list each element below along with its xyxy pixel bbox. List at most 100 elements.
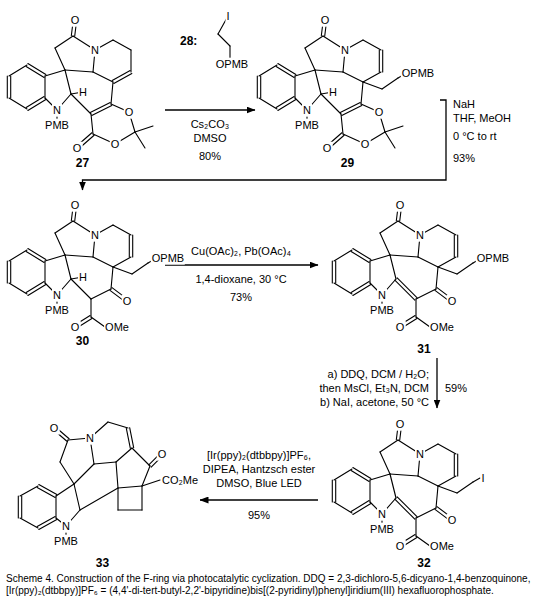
bond — [416, 536, 430, 546]
atom-label: PMB — [53, 535, 79, 548]
bond — [342, 106, 362, 116]
bond — [379, 50, 380, 72]
atom-label: O — [49, 422, 60, 435]
bond — [395, 499, 415, 519]
bond — [390, 255, 418, 257]
compound-box: 31 — [318, 190, 530, 358]
reaction-arrow — [200, 499, 318, 500]
atom-label: PMB — [369, 304, 395, 317]
atom-label: O — [72, 142, 83, 155]
bond — [416, 508, 436, 518]
bond — [113, 257, 131, 267]
atom-label: N — [415, 448, 425, 461]
atom-label: H — [328, 86, 338, 99]
bond — [363, 82, 382, 89]
bond — [436, 267, 438, 289]
bond — [94, 462, 116, 464]
bond — [335, 261, 336, 283]
bond — [130, 428, 134, 448]
reagent-label: [Ir(ppy)₂(dtbbpy)]PF₆, — [206, 449, 312, 462]
bond — [132, 235, 133, 257]
compound-number: 32 — [417, 556, 430, 570]
atom-label: H — [78, 86, 88, 99]
atom-label: O — [70, 199, 81, 212]
bond — [91, 114, 93, 134]
atom-label: PMB — [369, 523, 395, 536]
compound-box: 33 — [5, 405, 200, 572]
reagent-label: THF, MeOH — [452, 112, 512, 125]
bond — [278, 64, 296, 75]
bond — [416, 289, 436, 299]
bond — [353, 284, 371, 295]
reagent-label: Cu(OAc)₂, Pb(OAc)₄ — [190, 245, 292, 258]
bond — [9, 65, 27, 76]
bond — [56, 484, 74, 496]
bond — [21, 496, 22, 518]
bond — [390, 255, 396, 279]
bond — [415, 518, 416, 536]
bond — [385, 126, 403, 132]
compound-number: 33 — [96, 556, 109, 570]
bond — [113, 225, 131, 235]
bond — [294, 76, 295, 98]
bond — [65, 70, 71, 94]
bond — [129, 235, 130, 257]
bond — [135, 126, 153, 132]
reagent-label: a) DDQ, DCM / H₂O; — [327, 368, 430, 381]
bond — [353, 503, 371, 514]
bond — [334, 283, 352, 294]
reagent-label: b) NaI, acetone, 50 °C — [319, 396, 430, 409]
bond — [44, 261, 45, 283]
bond — [418, 257, 438, 267]
bond — [259, 65, 277, 76]
bond — [28, 99, 46, 110]
bond — [60, 440, 68, 462]
atom-label: N — [90, 44, 100, 57]
bond — [295, 70, 315, 76]
atom-label: OPMB — [215, 58, 249, 71]
atom-label: N — [85, 432, 95, 445]
bond — [10, 261, 11, 283]
bond — [117, 488, 118, 510]
bond — [390, 474, 418, 476]
atom-label: O — [447, 514, 458, 527]
bond — [334, 469, 352, 480]
reagent-label: Cs₂CO₃ — [190, 118, 231, 131]
bond — [454, 454, 455, 476]
atom-label: OPMB — [401, 67, 435, 80]
bond — [74, 464, 94, 484]
bond — [7, 76, 8, 98]
reagent-label: 80% — [198, 150, 222, 163]
structure-drawing — [7, 205, 155, 329]
bond — [369, 261, 370, 283]
bond — [315, 70, 321, 94]
bond — [305, 48, 315, 70]
bond — [438, 476, 456, 486]
atom-label: O — [110, 138, 121, 151]
reagent-label: DMSO, Blue LED — [215, 477, 303, 490]
bond — [10, 76, 11, 98]
bond — [361, 82, 363, 104]
bond — [335, 480, 336, 502]
reagent-label: 59% — [444, 382, 468, 395]
bond — [91, 317, 105, 327]
atom-label: N — [377, 289, 387, 302]
bond — [92, 106, 112, 116]
bond — [438, 257, 456, 267]
bond — [55, 48, 65, 70]
bond — [39, 485, 57, 495]
bond — [80, 488, 118, 510]
bond — [395, 280, 415, 300]
bond — [438, 267, 457, 274]
bond — [74, 484, 80, 510]
atom-label: CO₂Me — [161, 474, 199, 487]
bond — [7, 261, 8, 283]
bond — [65, 70, 93, 72]
bond — [380, 452, 390, 474]
reagent-label: DIPEA, Hantzsch ester — [202, 463, 317, 476]
atom-label: I — [225, 10, 230, 23]
bond — [332, 480, 333, 502]
atom-label: O — [374, 106, 385, 119]
bond — [341, 114, 343, 134]
bond — [132, 263, 148, 274]
